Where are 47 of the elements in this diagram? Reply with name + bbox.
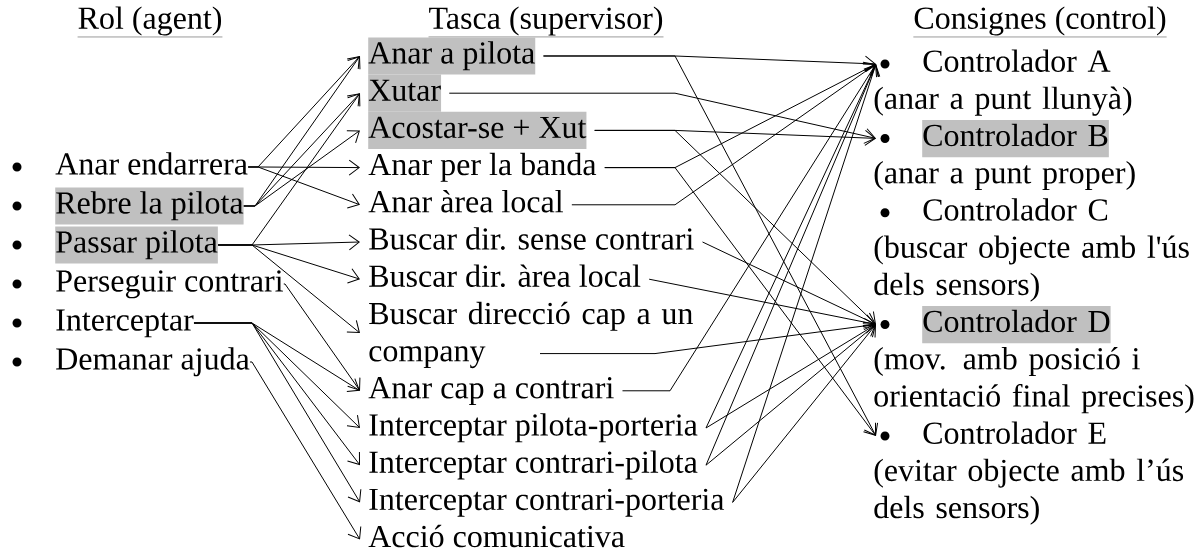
controller-item: Controlador E (evitar objecte amb l’ús dels sensors): [874, 421, 1184, 525]
arrow: [283, 283, 361, 391]
task-item: Acció comunicativa: [368, 524, 625, 548]
task-item: Buscar dir. sense contrari: [369, 227, 694, 250]
arrow: [732, 64, 881, 503]
arrow: [648, 278, 876, 331]
column-heading: Tasca (supervisor): [428, 6, 664, 38]
task-item: Interceptar contrari-pilota: [369, 450, 698, 480]
arrow: [594, 129, 876, 325]
task-item: Interceptar contrari-porteria: [369, 488, 725, 517]
node-label: (anar a punt proper): [874, 161, 1135, 191]
column-heading: Consignes (control): [913, 6, 1167, 38]
arrow: [571, 63, 876, 206]
arrow: [705, 324, 876, 466]
node-label: (mov. amb posició i orientació final precises): [874, 347, 1194, 414]
arrow: [622, 64, 878, 392]
task-item: Anar cap a contrari: [368, 377, 614, 406]
arrow: [193, 322, 362, 503]
column-heading: Rol (agent): [77, 6, 223, 38]
role-item: Anar endarrera: [55, 152, 248, 175]
arrow: [732, 324, 876, 503]
arrow: [217, 244, 360, 334]
role-item: Interceptar: [56, 309, 194, 338]
role-item: Perseguir contrari: [56, 270, 283, 299]
task-item: Interceptar pilota-porteria: [369, 413, 698, 443]
arrow: [448, 92, 876, 144]
task-item: Buscar direcció cap a un company: [369, 301, 693, 369]
node-label: Xutar: [368, 79, 441, 101]
role-item: Demanar ajuda: [56, 347, 250, 377]
arrow: [247, 166, 360, 209]
arrow: [539, 317, 876, 355]
arrow: [542, 55, 879, 436]
task-item: Xutar: [368, 74, 442, 112]
task-item: Anar per la banda: [368, 152, 597, 182]
controller-item: Controlador B (anar a punt proper): [874, 120, 1135, 191]
controller-item: Controlador A (anar a punt llunyà): [874, 49, 1132, 116]
role-item: Passar pilota: [55, 226, 218, 264]
arrow: [249, 361, 362, 540]
arrow: [702, 241, 876, 327]
controller-item: Controlador C (buscar objecte amb l'ús dels sensors): [874, 198, 1189, 302]
role-item: Rebre la pilota: [55, 187, 244, 225]
arrow: [604, 167, 876, 436]
arrow: [243, 130, 360, 207]
controller-item: Controlador D (mov. amb posició i orientació final precises): [874, 306, 1194, 414]
arrow: [705, 323, 876, 429]
task-item: Anar àrea local: [368, 190, 563, 213]
task-item: Buscar dir. àrea local: [369, 264, 641, 288]
